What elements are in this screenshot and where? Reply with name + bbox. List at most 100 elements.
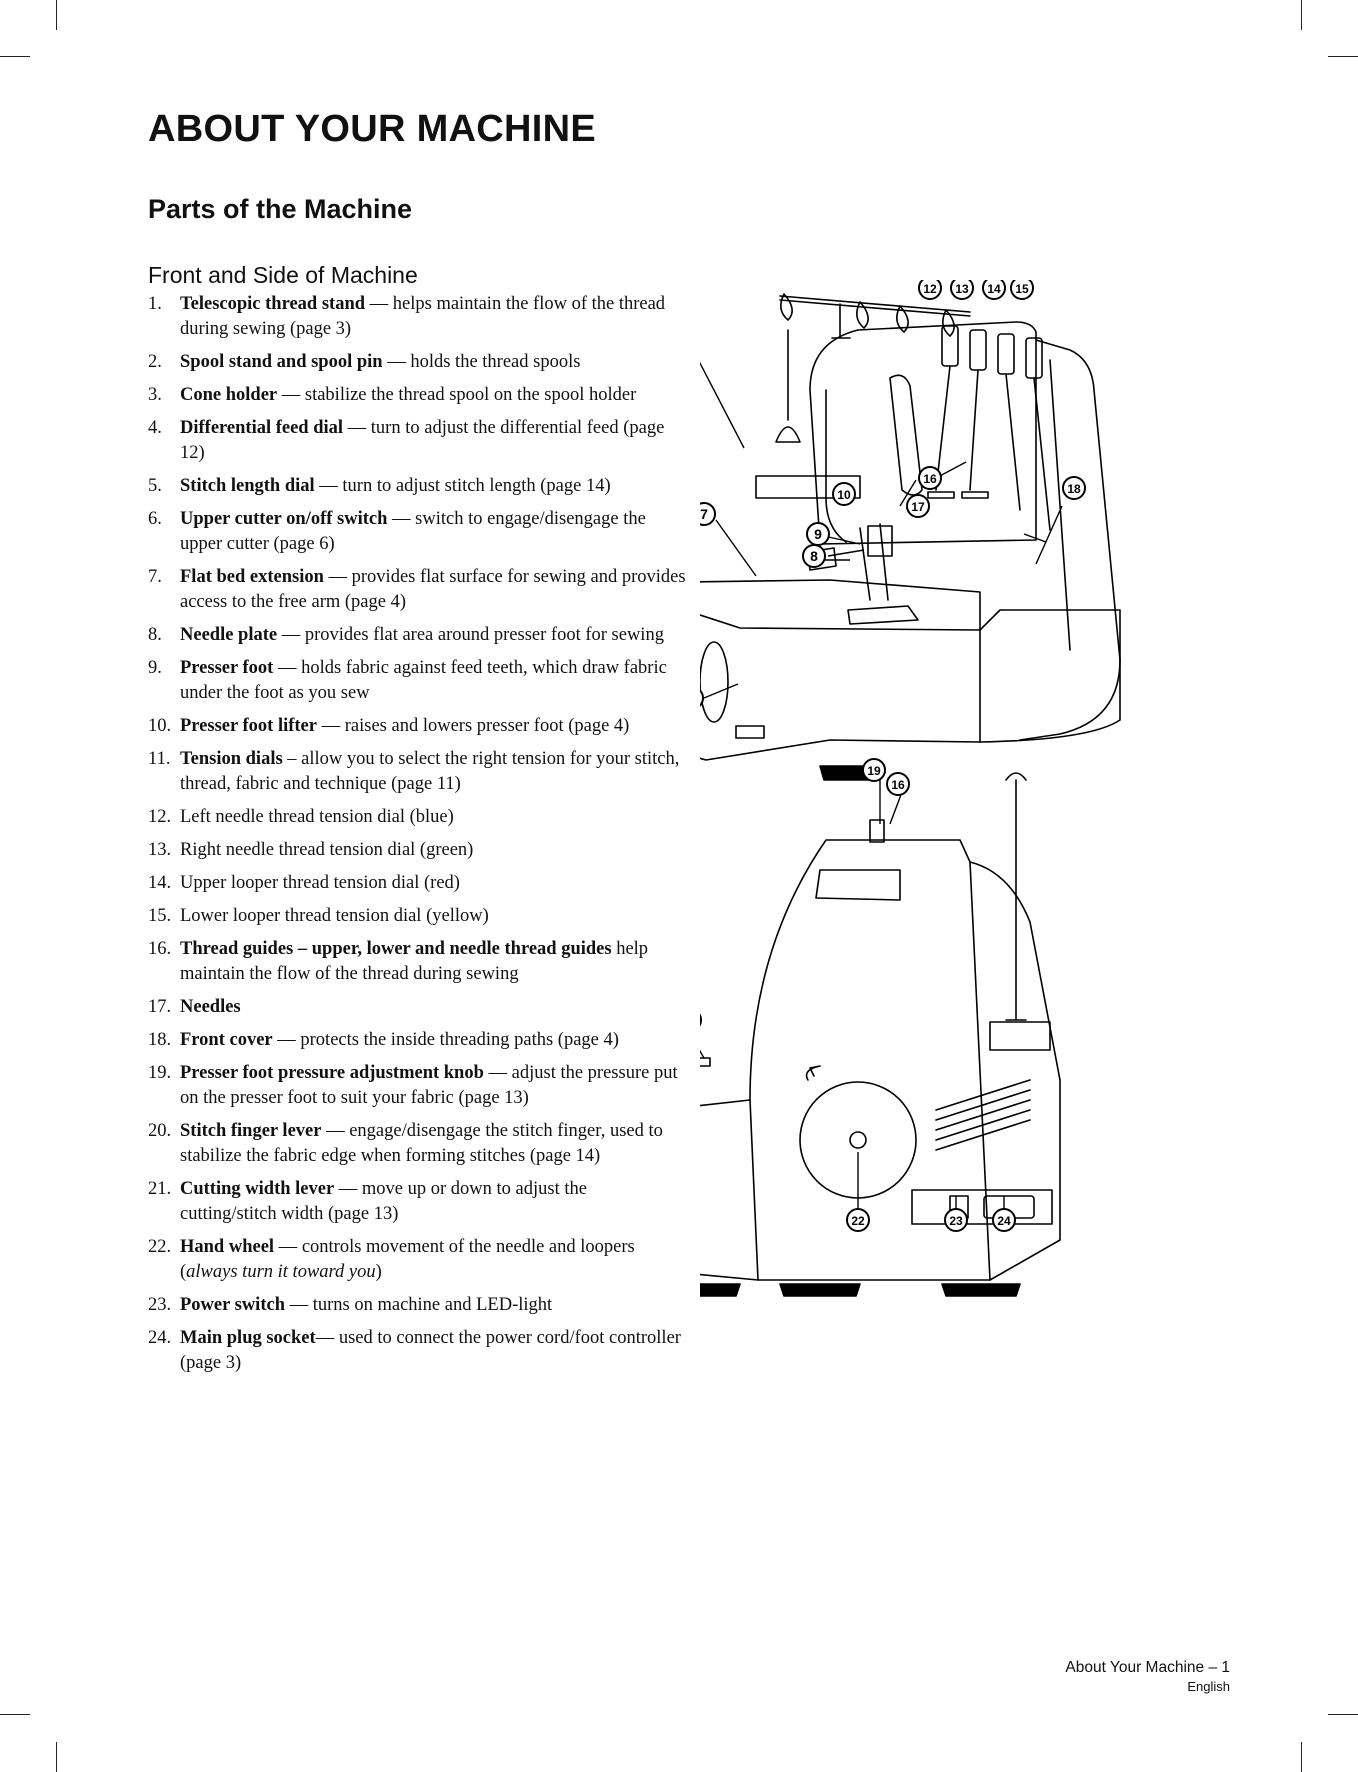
part-description: — raises and lowers presser foot (page 4… [316, 716, 630, 736]
part-name: Presser foot pressure adjustment knob [180, 1063, 484, 1083]
thread-guide-loop [856, 301, 869, 329]
callout-16: 16 [886, 772, 910, 796]
part-name: Cutting width lever [180, 1179, 335, 1199]
thread-stand-post [831, 303, 851, 339]
part-item: 21. Cutting width lever — move up or down… [148, 1177, 688, 1227]
thread-guide-loop [896, 305, 909, 333]
part-name: Cone holder [180, 385, 278, 405]
part-name: Front cover [180, 1030, 273, 1050]
part-number: 21. [148, 1179, 172, 1199]
part-item: 13. Right needle thread tension dial (gre… [148, 838, 688, 863]
part-item: 18. Front cover — protects the inside thr… [148, 1028, 688, 1053]
part-item: 12.Left needle thread tension dial (blue… [148, 805, 688, 830]
pressure-knob [869, 819, 885, 843]
part-item: 20.Stitch finger lever — engage/disengag… [148, 1119, 688, 1169]
part-item: 4.Differential feed dial — turn to adjus… [148, 416, 688, 466]
part-number: 13. [148, 840, 172, 860]
part-item: 23.Power switch — turns on machine and L… [148, 1293, 688, 1318]
machine-foot [941, 1283, 1021, 1297]
part-item: 1.Telescopic thread stand — helps mainta… [148, 292, 688, 342]
callout-circle [846, 1208, 870, 1232]
crop-mark [56, 1742, 57, 1772]
callout-17: 17 [906, 494, 930, 518]
part-item: 9.Presser foot — holds fabric against fe… [148, 656, 688, 706]
part-name: Flat bed extension [180, 567, 324, 587]
part-number: 2. [148, 352, 162, 372]
side-lower-body [700, 1099, 759, 1281]
part-description: — holds the thread spools [382, 352, 581, 372]
callout-circle [918, 280, 942, 300]
callout-label: 17 [911, 500, 925, 514]
callout-circle [700, 689, 704, 707]
hand-wheel-hub [849, 1131, 867, 1149]
crop-mark [1328, 1714, 1358, 1715]
part-name: Differential feed dial [180, 418, 344, 438]
part-description: help maintain the flow of the thread dur… [180, 939, 649, 984]
callout-label: 23 [949, 1214, 963, 1228]
part-name: Spool stand and spool pin [180, 352, 383, 372]
part-name: Presser foot lifter [180, 716, 317, 736]
tension-dial [1025, 337, 1043, 379]
page-title: ABOUT YOUR MACHINE [148, 108, 597, 150]
part-description: — protects the inside threading paths (p… [272, 1030, 619, 1050]
part-description: — stabilize the thread spool on the spoo… [277, 385, 637, 405]
part-number: 4. [148, 418, 162, 438]
part-description: — controls movement of the needle and lo… [180, 1237, 635, 1282]
part-item: 5.Stitch length dial — turn to adjust st… [148, 474, 688, 499]
leader-line [703, 683, 739, 699]
side-thread-stand [1005, 772, 1027, 1021]
part-number: 12. [148, 807, 172, 827]
crop-mark [1301, 1742, 1302, 1772]
part-name: Main plug socket [180, 1328, 316, 1348]
callout-label: 10 [837, 488, 851, 502]
page-subtitle: Parts of the Machine [148, 194, 413, 224]
part-item: 7.Flat bed extension — provides flat sur… [148, 565, 688, 615]
callout-circle [1010, 280, 1034, 300]
thread-guide-loop [942, 309, 955, 337]
needle-clamp [867, 525, 893, 557]
footer-language: English [1187, 1679, 1230, 1694]
leader-line [700, 361, 745, 449]
part-name: Telescopic thread stand [180, 294, 366, 314]
part-item: 10.Presser foot lifter — raises and lowe… [148, 714, 688, 739]
part-number: 14. [148, 873, 172, 893]
part-item: 11.Tension dials – allow you to select t… [148, 747, 688, 797]
callout-circle [982, 280, 1006, 300]
part-description: — holds fabric against feed teeth, which… [180, 658, 667, 703]
machine-foot [779, 1283, 861, 1297]
part-description: Lower looper thread tension dial (yellow… [180, 906, 489, 926]
leader-line [1035, 505, 1063, 565]
callout-12: 12 [918, 280, 942, 300]
part-item: 6.Upper cutter on/off switch — switch to… [148, 507, 688, 557]
part-name: Tension dials [180, 749, 283, 769]
callout-label: 7 [700, 506, 708, 522]
tension-dial [941, 325, 959, 367]
callout-label: 13 [955, 282, 969, 296]
part-description: — move up or down to adjust the cutting/… [180, 1179, 587, 1224]
part-description: Right needle thread tension dial (green) [180, 840, 474, 860]
part-name: Needle plate [180, 625, 278, 645]
leader-line [823, 535, 861, 545]
callout-label: 16 [923, 472, 937, 486]
callout-10: 10 [832, 482, 856, 506]
part-description: — switch to engage/disengage the upper c… [180, 509, 646, 554]
presser-foot [847, 605, 919, 625]
leader-line [700, 1049, 705, 1059]
part-name: Presser foot [180, 658, 274, 678]
callout-23: 23 [944, 1208, 968, 1232]
callout-24: 24 [992, 1208, 1016, 1232]
part-description: — used to connect the power cord/foot co… [180, 1328, 681, 1373]
vent-grill [935, 1079, 1031, 1151]
callout-circle [906, 494, 930, 518]
needle-bar [859, 523, 889, 601]
callout-circle [700, 1013, 702, 1027]
callout-circle [918, 466, 942, 490]
callout-circle [992, 1208, 1016, 1232]
part-number: 6. [148, 509, 162, 529]
callout-label: 19 [867, 764, 881, 778]
callout-label: 22 [851, 1214, 865, 1228]
callout-circle [950, 280, 974, 300]
parts-list: 1.Telescopic thread stand — helps mainta… [148, 292, 688, 1384]
part-number: 18. [148, 1030, 172, 1050]
callout-14: 14 [982, 280, 1006, 300]
